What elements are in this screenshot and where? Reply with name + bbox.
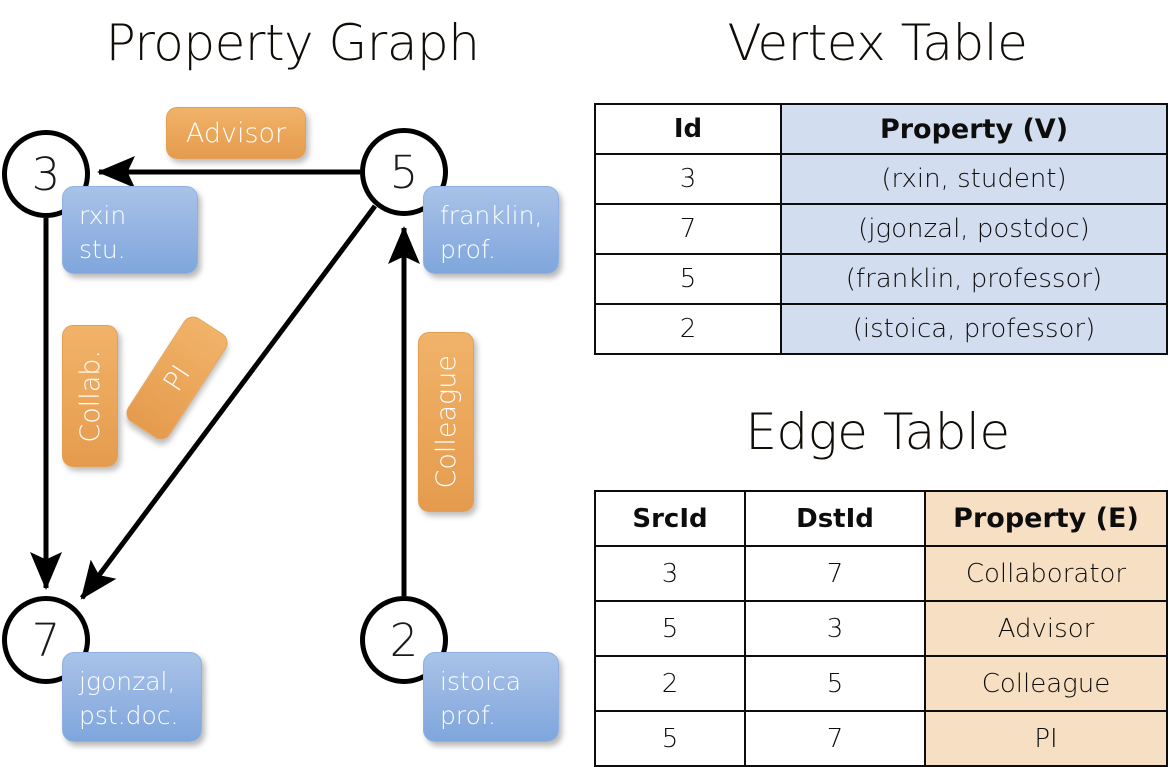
graph-vertex-2[interactable]: 2 (360, 596, 448, 684)
column-header-property-e: Property (E) (924, 490, 1168, 547)
cell-dstid: 7 (744, 545, 926, 602)
edge-label-text: Colleague (430, 355, 462, 489)
cell-property: (istoica, professor) (780, 303, 1168, 355)
cell-dstid: 7 (744, 710, 926, 767)
table-header-row: Id Property (V) (594, 103, 1168, 155)
edge-label-box-advisor: Advisor (166, 107, 306, 159)
vertex-id-label: 5 (389, 145, 419, 199)
table-row: 5 (franklin, professor) (594, 253, 1168, 305)
table-row: 3 (rxin, student) (594, 153, 1168, 205)
table-row: 2 5 Colleague (594, 655, 1168, 712)
cell-property: (rxin, student) (780, 153, 1168, 205)
graph-edges-layer (30, 156, 420, 600)
column-header-id: Id (594, 103, 782, 155)
edge-table: SrcId DstId Property (E) 3 7 Collaborato… (594, 490, 1168, 767)
page-title-property-graph: Property Graph (105, 14, 480, 72)
graph-vertex-5[interactable]: 5 (360, 128, 448, 216)
vertex-id-label: 2 (389, 613, 419, 667)
edge-5-to-7-pi (79, 204, 378, 600)
cell-srcid: 5 (594, 710, 746, 767)
table-row: 7 (jgonzal, postdoc) (594, 203, 1168, 255)
cell-dstid: 5 (744, 655, 926, 712)
cell-id: 3 (594, 153, 782, 205)
column-header-srcid: SrcId (594, 490, 746, 547)
cell-srcid: 3 (594, 545, 746, 602)
page-title-edge-table: Edge Table (745, 403, 1010, 461)
column-header-dstid: DstId (744, 490, 926, 547)
table-row: 2 (istoica, professor) (594, 303, 1168, 355)
cell-dstid: 3 (744, 600, 926, 657)
page-title-vertex-table: Vertex Table (727, 14, 1028, 72)
cell-id: 7 (594, 203, 782, 255)
table-row: 5 7 PI (594, 710, 1168, 767)
table-row: 5 3 Advisor (594, 600, 1168, 657)
edge-label-text: Advisor (185, 117, 287, 149)
cell-srcid: 5 (594, 600, 746, 657)
edge-label-text: Collab. (74, 349, 106, 443)
vertex-id-label: 3 (31, 147, 61, 201)
vertex-property-box-istoica: istoica prof. (423, 652, 559, 742)
vertex-property-box-jgonzal: jgonzal, pst.doc. (62, 652, 202, 742)
column-header-property-v: Property (V) (780, 103, 1168, 155)
cell-srcid: 2 (594, 655, 746, 712)
vertex-table: Id Property (V) 3 (rxin, student) 7 (jgo… (594, 103, 1168, 355)
cell-property: (jgonzal, postdoc) (780, 203, 1168, 255)
vertex-property-box-rxin: rxin stu. (62, 186, 198, 274)
edge-label-box-collaborator: Collab. (62, 325, 118, 467)
edge-label-box-colleague: Colleague (418, 332, 474, 512)
cell-property: Advisor (924, 600, 1168, 657)
cell-id: 2 (594, 303, 782, 355)
cell-id: 5 (594, 253, 782, 305)
table-header-row: SrcId DstId Property (E) (594, 490, 1168, 547)
property-graph-diagram: 3 5 7 2 rxin stu. franklin, prof. jgonza… (0, 0, 585, 760)
cell-property: Collaborator (924, 545, 1168, 602)
cell-property: Colleague (924, 655, 1168, 712)
cell-property: PI (924, 710, 1168, 767)
vertex-id-label: 7 (31, 613, 61, 667)
table-row: 3 7 Collaborator (594, 545, 1168, 602)
edge-label-text: PI (157, 359, 197, 397)
cell-property: (franklin, professor) (780, 253, 1168, 305)
vertex-property-box-franklin: franklin, prof. (423, 186, 559, 274)
